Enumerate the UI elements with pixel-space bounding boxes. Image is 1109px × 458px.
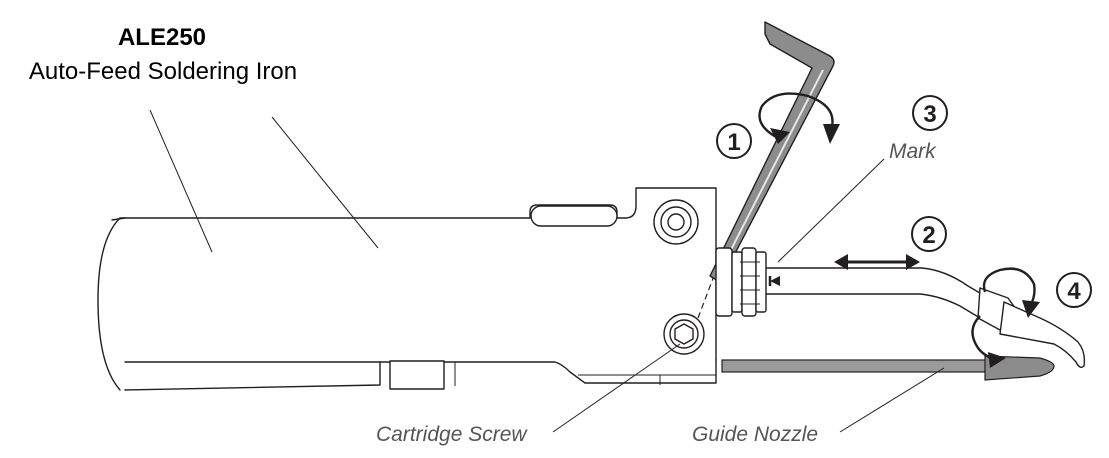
title-leader-line-right (271, 116, 379, 249)
step-1-badge: 1 (716, 123, 752, 159)
step-2-badge: 2 (911, 216, 947, 252)
step-4-badge: 4 (1056, 272, 1092, 308)
svg-text:4: 4 (1067, 278, 1081, 305)
title-leader-line-left (149, 109, 213, 253)
cartridge-collar (715, 247, 767, 317)
upper-screw-icon (653, 199, 699, 245)
rotate-arrow-icon (758, 92, 840, 144)
cartridge-screw-leader-line (552, 343, 681, 433)
mark-leader-line (777, 158, 885, 263)
svg-text:2: 2 (922, 222, 935, 249)
cartridge-screw-icon (663, 313, 705, 355)
model-title: ALE250 (118, 24, 206, 51)
iron-handle-body (97, 187, 717, 391)
svg-text:1: 1 (727, 129, 740, 156)
soldering-tip (765, 267, 1086, 369)
cartridge-screw-label: Cartridge Screw (376, 423, 528, 446)
mark-label: Mark (889, 140, 937, 163)
step-3-badge: 3 (912, 95, 948, 131)
guide-nozzle-label: Guide Nozzle (692, 423, 818, 446)
svg-text:3: 3 (923, 101, 936, 128)
product-subtitle: Auto-Feed Soldering Iron (29, 58, 297, 85)
guide-nozzle-leader-line (839, 367, 945, 433)
slide-double-arrow-icon (834, 254, 920, 270)
tip-rotate-arrow-icon (971, 267, 1040, 368)
guide-nozzle (721, 355, 1055, 381)
hex-wrench-icon (709, 21, 835, 283)
